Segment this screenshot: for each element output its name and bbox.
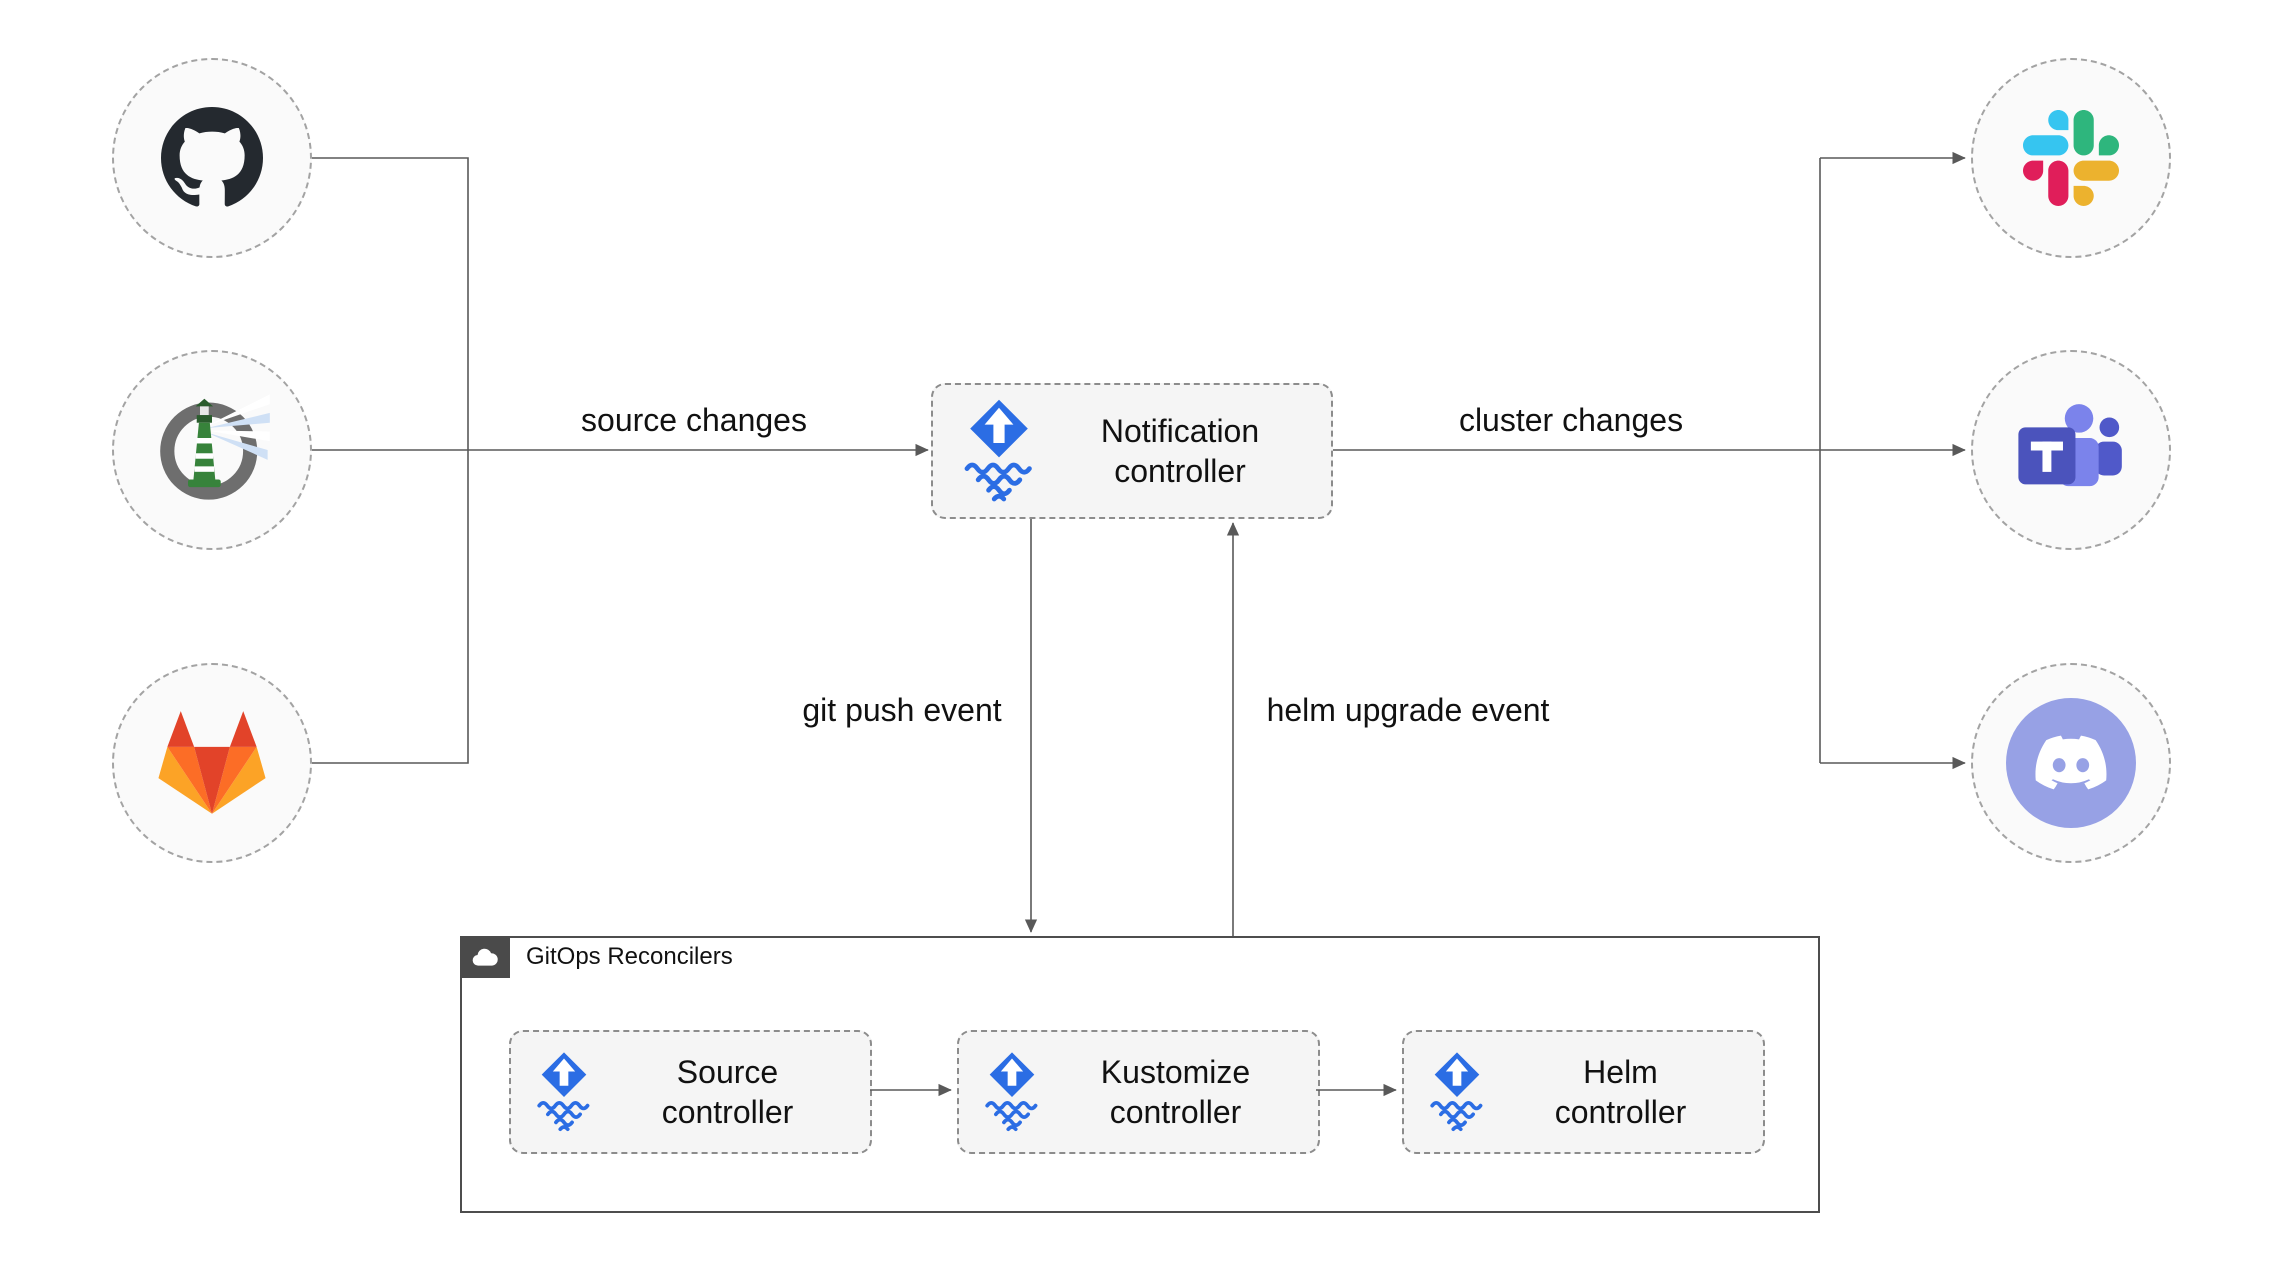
node-label-line: controller (1114, 453, 1246, 489)
node-discord (1971, 663, 2171, 863)
helm-controller-label: Helm controller (1488, 1052, 1763, 1132)
source-controller-label: Source controller (595, 1052, 870, 1132)
flux-icon (981, 1051, 1043, 1133)
edge-label-source-changes: source changes (581, 402, 807, 438)
group-tab (460, 936, 510, 978)
node-github (112, 58, 312, 258)
gitops-reconcilers-group: GitOps Reconcilers Source controller Kus… (460, 936, 1820, 1213)
node-label-line: controller (1109, 1094, 1242, 1130)
notification-controller-label: Notification controller (1039, 411, 1331, 491)
node-gitlab (112, 663, 312, 863)
node-helm-controller: Helm controller (1402, 1030, 1765, 1154)
group-title: GitOps Reconcilers (526, 943, 733, 970)
slack-icon (2023, 110, 2119, 206)
node-label-line: Notification (1100, 413, 1260, 449)
github-icon (161, 107, 263, 207)
gitlab-icon (158, 711, 266, 814)
flux-icon (1426, 1051, 1488, 1133)
edge-label-helm-upgrade-event: helm upgrade event (1266, 692, 1550, 728)
discord-icon (2006, 698, 2136, 828)
lighthouse-icon (160, 394, 270, 500)
edge-label-cluster-changes: cluster changes (1458, 402, 1684, 438)
node-label-line: controller (1554, 1094, 1687, 1130)
node-teams (1971, 350, 2171, 550)
node-notification-controller: Notification controller (931, 383, 1333, 519)
kustomize-controller-label: Kustomize controller (1043, 1052, 1318, 1132)
flux-icon (533, 1051, 595, 1133)
node-label-line: Source (676, 1054, 779, 1090)
edge-sources-bus (312, 157, 469, 764)
flux-icon (959, 398, 1039, 504)
edge-label-git-push-event: git push event (802, 692, 1002, 728)
node-label-line: controller (661, 1094, 794, 1130)
node-slack (1971, 58, 2171, 258)
node-harbor (112, 350, 312, 550)
node-source-controller: Source controller (509, 1030, 872, 1154)
node-label-line: Kustomize (1100, 1054, 1251, 1090)
teams-icon (2018, 403, 2122, 486)
node-kustomize-controller: Kustomize controller (957, 1030, 1320, 1154)
node-label-line: Helm (1583, 1054, 1658, 1090)
cloud-icon (472, 948, 498, 966)
